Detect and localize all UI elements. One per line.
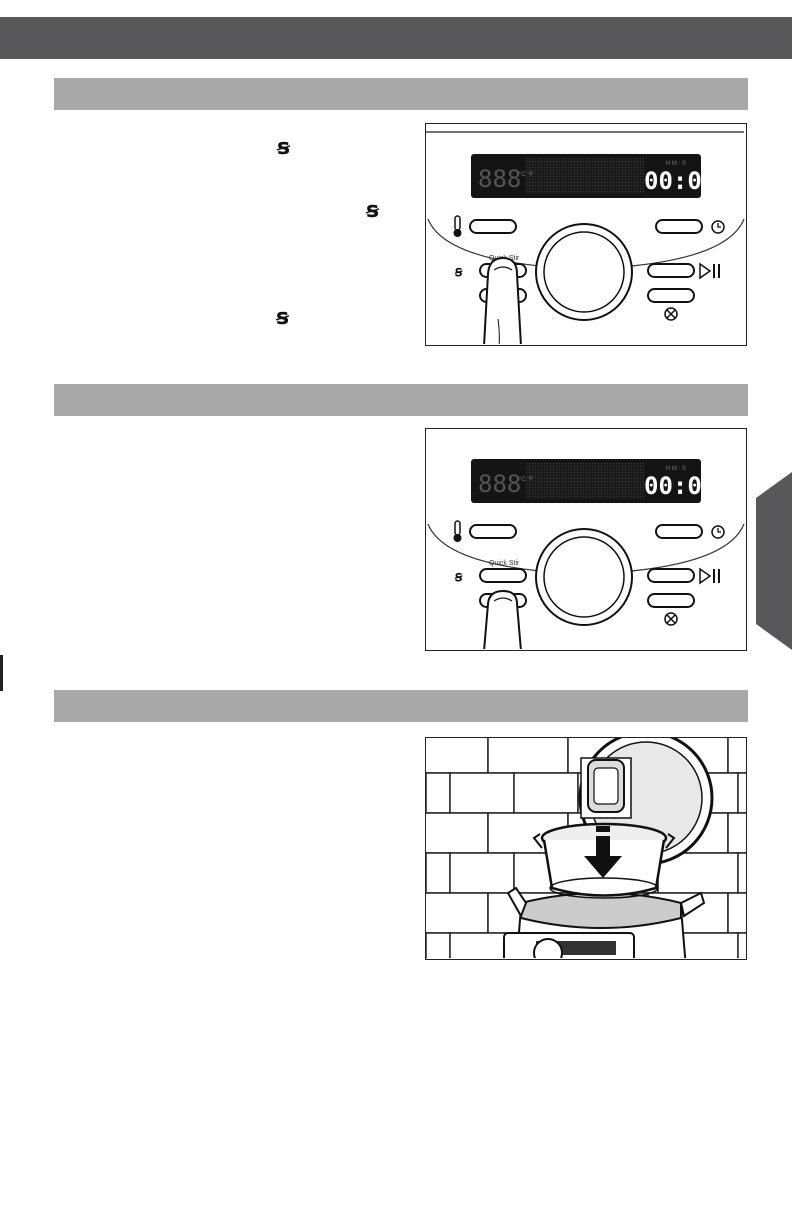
thermometer-icon	[453, 520, 462, 542]
start-pause-button[interactable]	[647, 263, 695, 278]
play-pause-icon	[699, 262, 720, 280]
clock-icon	[711, 525, 725, 539]
quick-stir-button[interactable]	[479, 568, 527, 583]
section-2-bar	[54, 384, 748, 416]
temperature-units: °C °F	[519, 477, 534, 483]
cancel-icon	[664, 612, 678, 626]
quick-stir-label: Quick Stir	[489, 560, 520, 567]
timer-button[interactable]	[655, 219, 703, 234]
section-1-bar	[54, 78, 748, 110]
temperature-readout: 888	[478, 165, 521, 193]
page-header-bar	[0, 17, 792, 59]
pressing-finger	[483, 256, 522, 344]
stir-icon: ꞩ	[366, 198, 380, 223]
timer-button[interactable]	[655, 524, 703, 539]
cancel-icon	[664, 307, 678, 321]
time-units: H M : S	[666, 161, 686, 167]
play-pause-icon	[699, 567, 720, 585]
time-readout: 00:00	[644, 472, 716, 500]
pressing-finger	[483, 589, 522, 649]
chapter-side-tab	[756, 472, 792, 650]
stir-icon: ꞩ	[454, 263, 463, 279]
control-dial[interactable]	[535, 223, 633, 321]
stir-icon: ꞩ	[277, 135, 291, 160]
insert-pot-arrow-icon	[584, 826, 622, 878]
control-dial[interactable]	[535, 528, 633, 626]
temperature-button[interactable]	[469, 524, 517, 539]
time-units: H M : S	[666, 466, 686, 472]
temperature-readout: 888	[478, 470, 521, 498]
time-readout: 00:00	[644, 167, 716, 195]
clock-icon	[711, 220, 725, 234]
cancel-button[interactable]	[647, 288, 695, 303]
start-pause-button[interactable]	[647, 568, 695, 583]
temperature-button[interactable]	[469, 219, 517, 234]
control-panel-illustration-1: 888 °C °F H M : S 00:00 Quick Stir ꞩ	[425, 123, 747, 346]
pot-insertion-illustration	[425, 737, 747, 960]
section-3-bar	[54, 690, 748, 722]
page-edge-mark	[0, 655, 3, 691]
stir-icon: ꞩ	[454, 568, 463, 584]
control-panel-illustration-2: 888 °C °F H M : S 00:00 Quick Stir ꞩ	[425, 428, 747, 651]
cancel-button[interactable]	[647, 593, 695, 608]
thermometer-icon	[453, 215, 462, 237]
temperature-units: °C °F	[519, 172, 534, 178]
stir-icon: ꞩ	[276, 305, 290, 330]
